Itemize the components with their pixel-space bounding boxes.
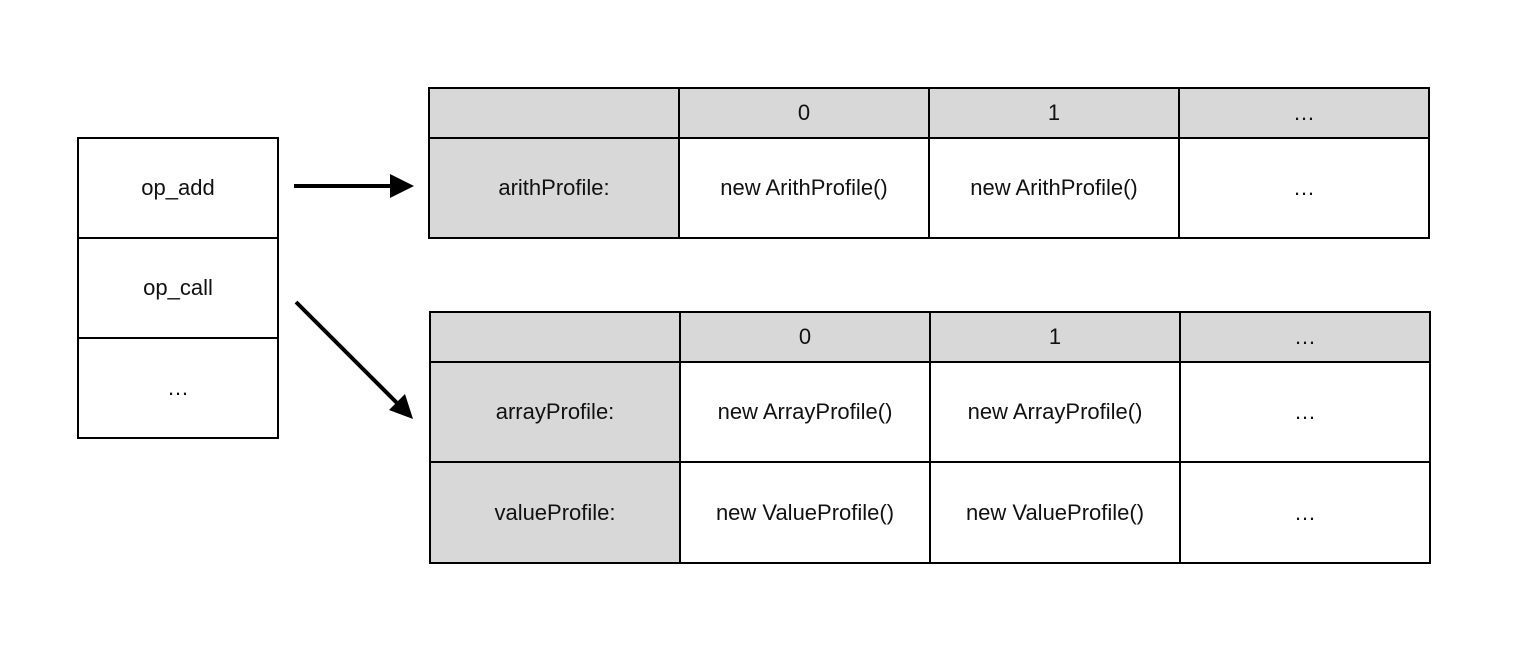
- row-label-arith-profile: arithProfile:: [428, 137, 680, 239]
- table-cell: new ValueProfile(): [929, 461, 1181, 564]
- table-header-cell: 0: [679, 311, 931, 363]
- table-cell: new ArrayProfile(): [929, 361, 1181, 463]
- table-header-cell: …: [1179, 311, 1431, 363]
- table-header-cell: 1: [928, 87, 1180, 139]
- table-cell: new ArrayProfile(): [679, 361, 931, 463]
- table-header-cell: [429, 311, 681, 363]
- table-header-cell: [428, 87, 680, 139]
- table-cell: new ArithProfile(): [928, 137, 1180, 239]
- opcode-ellipsis: …: [77, 337, 279, 439]
- table-header-cell: …: [1178, 87, 1430, 139]
- table-header-cell: 1: [929, 311, 1181, 363]
- arrow-op-add-to-table: [294, 174, 414, 198]
- opcode-label: op_add: [141, 175, 215, 200]
- table-cell: new ValueProfile(): [679, 461, 931, 564]
- table-cell: …: [1179, 361, 1431, 463]
- opcode-op-call: op_call: [77, 237, 279, 339]
- row-label-array-profile: arrayProfile:: [429, 361, 681, 463]
- table-cell: new ArithProfile(): [678, 137, 930, 239]
- arrow-op-call-to-table: [294, 300, 413, 419]
- opcode-op-add: op_add: [77, 137, 279, 239]
- table-cell: …: [1179, 461, 1431, 564]
- opcode-label: op_call: [143, 275, 213, 300]
- table-header-cell: 0: [678, 87, 930, 139]
- table-cell: …: [1178, 137, 1430, 239]
- row-label-value-profile: valueProfile:: [429, 461, 681, 564]
- opcode-label: …: [167, 375, 189, 400]
